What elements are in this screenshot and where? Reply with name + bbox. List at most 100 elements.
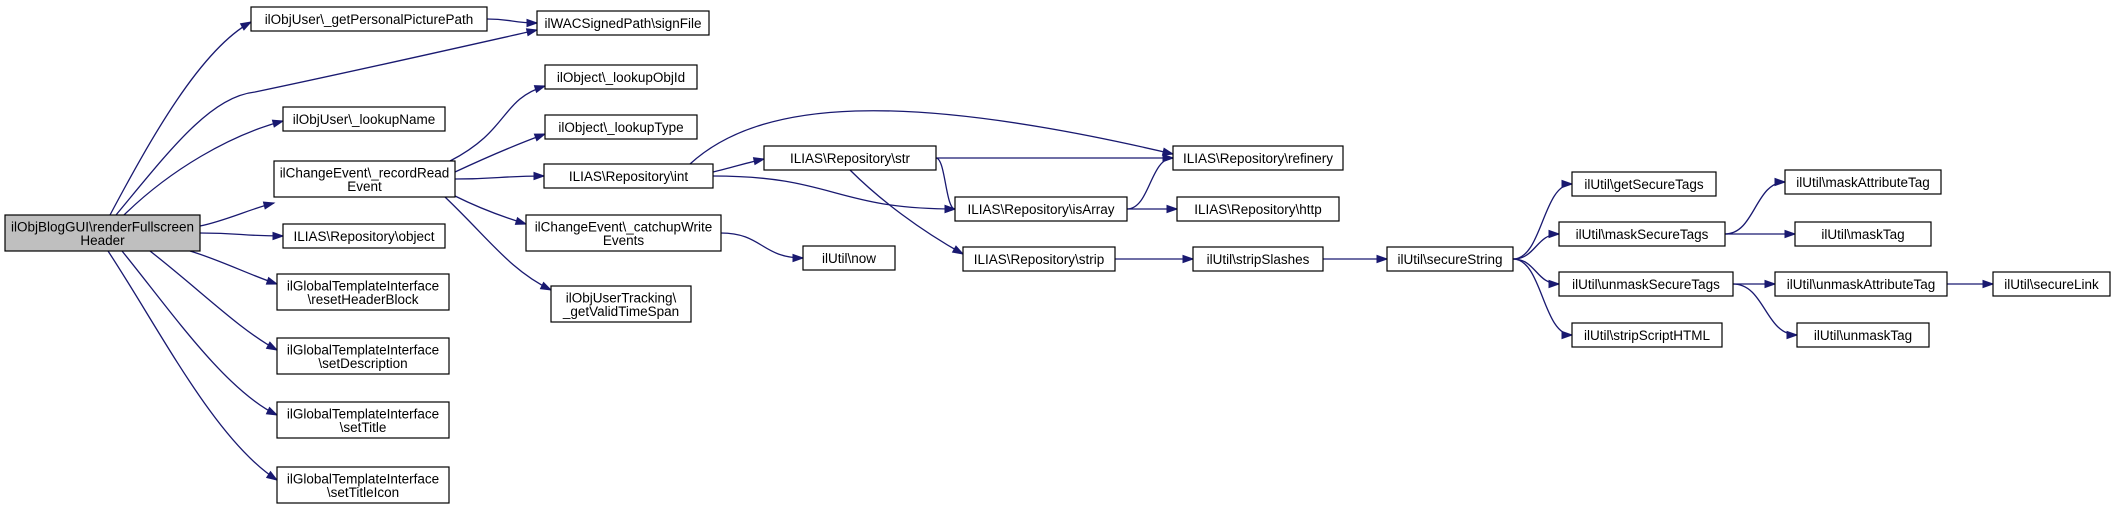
node-sign-file[interactable]: ilWACSignedPath\signFile (536, 10, 710, 36)
node-repo-object[interactable]: ILIAS\Repository\object (282, 223, 446, 249)
edge-secure-string-to-get-secure-tags (1512, 179, 1574, 260)
node-repo-is-array[interactable]: ILIAS\Repository\isArray (954, 196, 1128, 222)
edge-repo-int-to-repo-str (712, 157, 766, 173)
arrowhead (752, 157, 766, 166)
edge-mask-secure-tags-to-mask-tag (1725, 229, 1797, 239)
node-set-description[interactable]: ilGlobalTemplateInterface\setDescription (276, 337, 450, 375)
node-repo-str[interactable]: ILIAS\Repository\str (763, 145, 937, 171)
node-repo-strip[interactable]: ILIAS\Repository\strip (962, 246, 1116, 272)
node-mask-secure-tags[interactable]: ilUtil\maskSecureTags (1558, 221, 1726, 247)
node-label: ilGlobalTemplateInterface (287, 278, 439, 293)
arrowhead (271, 119, 285, 128)
arrowhead (1774, 177, 1787, 187)
node-box (544, 64, 698, 90)
edge-unmask-attribute-tag-to-secure-link (1947, 279, 1995, 289)
edge-repo-int-to-repo-is-array (712, 175, 957, 214)
node-mask-tag[interactable]: ilUtil\maskTag (1794, 221, 1932, 247)
node-label: ilObject\_lookupObjId (557, 70, 685, 85)
arrowhead (951, 245, 965, 255)
arrowhead (265, 341, 279, 351)
node-label: ilUtil\secureLink (2004, 277, 2099, 292)
edge-strip-slashes-to-secure-string (1323, 254, 1389, 264)
edge-root-to-repo-object (199, 231, 285, 241)
arrowhead (1784, 229, 1797, 239)
node-box (1571, 322, 1723, 348)
node-get-personal-picture-path[interactable]: ilObjUser\_getPersonalPicturePath (250, 6, 488, 32)
node-box (1558, 271, 1734, 297)
node-box (763, 145, 937, 171)
node-reset-header-block[interactable]: ilGlobalTemplateInterface\resetHeaderBlo… (276, 273, 450, 311)
node-label: \setTitleIcon (327, 485, 399, 500)
node-get-valid-time-span[interactable]: ilObjUserTracking\_getValidTimeSpan (550, 285, 692, 323)
node-strip-slashes[interactable]: ilUtil\stripSlashes (1192, 246, 1324, 272)
node-label: ILIAS\Repository\refinery (1183, 151, 1333, 166)
node-box (543, 163, 714, 189)
edge-repo-str-to-repo-is-array (935, 157, 957, 214)
edge-root-to-set-description (149, 250, 279, 351)
node-label: ILIAS\Repository\http (1194, 202, 1322, 217)
node-set-title-icon[interactable]: ilGlobalTemplateInterface\setTitleIcon (276, 466, 450, 504)
node-box (1558, 221, 1726, 247)
node-box (536, 10, 710, 36)
edge-record-read-event-to-get-valid-time-span (444, 196, 553, 291)
node-unmask-attribute-tag[interactable]: ilUtil\unmaskAttributeTag (1774, 271, 1948, 297)
arrowhead (525, 28, 539, 37)
node-label: \setDescription (318, 356, 407, 371)
arrowhead (533, 133, 547, 142)
node-unmask-secure-tags[interactable]: ilUtil\unmaskSecureTags (1558, 271, 1734, 297)
node-label: ilWACSignedPath\signFile (544, 16, 701, 31)
node-box (802, 245, 896, 271)
node-mask-attribute-tag[interactable]: ilUtil\maskAttributeTag (1784, 169, 1942, 195)
node-label: \resetHeaderBlock (307, 292, 418, 307)
node-util-now[interactable]: ilUtil\now (802, 245, 896, 271)
arrowhead (539, 281, 553, 291)
node-label: ilUtil\now (822, 251, 876, 266)
node-get-secure-tags[interactable]: ilUtil\getSecureTags (1571, 171, 1717, 197)
edge-record-read-event-to-catchup-write-events (454, 195, 528, 225)
node-lookup-obj-id[interactable]: ilObject\_lookupObjId (544, 64, 698, 90)
node-label: Header (80, 233, 125, 248)
node-box (1176, 196, 1340, 222)
node-repo-refinery[interactable]: ILIAS\Repository\refinery (1172, 145, 1344, 171)
arrowhead (265, 276, 279, 285)
edge-root-to-set-title-icon (107, 250, 279, 481)
edge-repo-strip-to-strip-slashes (1115, 254, 1195, 264)
node-label: ilUtil\getSecureTags (1584, 177, 1704, 192)
arrowhead (792, 253, 805, 263)
edge-repo-is-array-to-repo-http (1127, 204, 1179, 214)
node-label: Event (347, 179, 382, 194)
arrowhead (1162, 153, 1175, 163)
node-lookup-type[interactable]: ilObject\_lookupType (544, 114, 698, 140)
node-set-title[interactable]: ilGlobalTemplateInterface\setTitle (276, 401, 450, 439)
node-strip-script-html[interactable]: ilUtil\stripScriptHTML (1571, 322, 1723, 348)
arrowhead (1982, 279, 1995, 289)
arrowhead (1764, 279, 1777, 289)
node-box (1571, 171, 1717, 197)
node-repo-int[interactable]: ILIAS\Repository\int (543, 163, 714, 189)
edge-root-to-reset-header-block (189, 250, 279, 285)
node-box (4, 214, 201, 252)
node-unmask-tag[interactable]: ilUtil\unmaskTag (1796, 322, 1930, 348)
node-lookup-name[interactable]: ilObjUser\_lookupName (282, 106, 446, 132)
node-box (1992, 271, 2111, 297)
node-label: ilGlobalTemplateInterface (287, 342, 439, 357)
node-label: ilUtil\unmaskSecureTags (1572, 277, 1720, 292)
node-secure-link[interactable]: ilUtil\secureLink (1992, 271, 2111, 297)
node-repo-http[interactable]: ILIAS\Repository\http (1176, 196, 1340, 222)
node-box (276, 401, 450, 439)
node-label: ILIAS\Repository\int (569, 169, 689, 184)
edge-get-personal-picture-path-to-sign-file (486, 18, 539, 28)
arrowhead (1376, 254, 1389, 264)
arrowhead (265, 470, 279, 481)
node-box (1386, 246, 1514, 272)
edge-repo-str-to-repo-strip (849, 169, 965, 255)
node-label: ILIAS\Repository\str (790, 151, 911, 166)
node-secure-string[interactable]: ilUtil\secureString (1386, 246, 1514, 272)
edge-mask-secure-tags-to-mask-attribute-tag (1724, 177, 1787, 235)
node-label: ilObjUserTracking\ (566, 290, 677, 305)
node-label: ilObjBlogGUI\renderFullscreen (11, 219, 194, 234)
node-box (544, 114, 698, 140)
